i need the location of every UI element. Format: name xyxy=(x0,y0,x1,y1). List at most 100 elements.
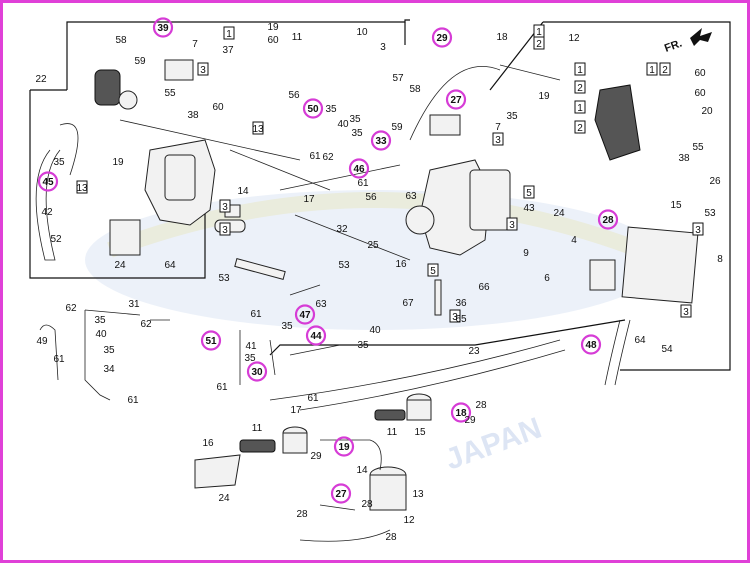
callout-ring-46 xyxy=(348,158,370,179)
part-number-label: 42 xyxy=(41,207,53,218)
callout-ring-28 xyxy=(597,209,619,230)
boxed-label-frame xyxy=(680,304,692,318)
boxed-label-frame xyxy=(223,26,235,40)
part-number-label: 19 xyxy=(338,442,350,453)
part-number-label: 62 xyxy=(140,319,152,330)
boxed-label-frame xyxy=(449,309,461,323)
part-number-label: 59 xyxy=(134,56,146,67)
part-number-label: 5 xyxy=(430,266,436,277)
part-number-label: 13 xyxy=(252,124,264,135)
hoses xyxy=(39,284,341,401)
part-number-label: 35 xyxy=(357,340,369,351)
part-number-label: 36 xyxy=(455,298,467,309)
part-number-label: 7 xyxy=(495,122,501,133)
part-number-label: 52 xyxy=(50,234,62,245)
callout-ring-29 xyxy=(431,27,453,48)
part-number-label: 2 xyxy=(577,123,583,134)
part-number-label: 35 xyxy=(244,353,256,364)
part-number-label: 53 xyxy=(338,260,350,271)
part-number-label: 61 xyxy=(250,309,262,320)
part-number-label: 46 xyxy=(353,164,365,175)
part-number-label: 12 xyxy=(403,515,415,526)
boxed-label-frame xyxy=(692,222,704,236)
part-number-label: 23 xyxy=(468,346,480,357)
part-number-label: 57 xyxy=(392,73,404,84)
boxed-label-frame xyxy=(427,263,439,277)
part-number-label: 11 xyxy=(252,423,263,434)
part-number-label: 60 xyxy=(694,88,706,99)
part-number-label: 29 xyxy=(436,33,448,44)
part-number-label: 2 xyxy=(662,65,668,76)
part-number-label: 35 xyxy=(351,128,363,139)
part-number-label: 31 xyxy=(128,299,140,310)
part-number-label: 11 xyxy=(292,32,303,43)
part-number-label: 26 xyxy=(709,176,721,187)
part-number-label: 14 xyxy=(356,465,368,476)
callout-ring-45 xyxy=(37,171,59,192)
part-number-label: 53 xyxy=(218,273,230,284)
part-number-label: 24 xyxy=(218,493,230,504)
part-number-label: 29 xyxy=(464,415,476,426)
part-number-label: 3 xyxy=(200,65,206,76)
part-number-label: 66 xyxy=(478,282,490,293)
part-number-label: 56 xyxy=(288,90,300,101)
part-number-label: 63 xyxy=(405,191,417,202)
part-number-label: 27 xyxy=(450,95,462,106)
boxed-label-frame xyxy=(523,185,535,199)
boxed-label-frame xyxy=(492,132,504,146)
callout-ring-27 xyxy=(445,89,467,110)
part-number-label: 64 xyxy=(634,335,646,346)
part-number-label: 15 xyxy=(414,427,426,438)
part-number-label: 58 xyxy=(115,35,127,46)
part-number-label: 61 xyxy=(357,178,369,189)
part-number-label: 32 xyxy=(336,224,348,235)
boxed-label-frame xyxy=(76,180,88,194)
callout-ring-30 xyxy=(246,361,268,382)
part-number-label: 60 xyxy=(212,102,224,113)
callout-ring-51 xyxy=(200,330,222,351)
part-number-label: 28 xyxy=(361,499,373,510)
part-number-label: 34 xyxy=(103,364,115,375)
part-number-label: 63 xyxy=(315,299,327,310)
part-number-label: 22 xyxy=(35,74,47,85)
part-number-label: 6 xyxy=(544,273,550,284)
part-number-label: 65 xyxy=(455,314,467,325)
part-number-label: 62 xyxy=(322,152,334,163)
part-number-label: 35 xyxy=(103,345,115,356)
carburetor-right xyxy=(279,64,699,386)
part-number-label: 60 xyxy=(694,68,706,79)
part-number-label: 37 xyxy=(222,45,234,56)
part-number-label: 55 xyxy=(164,88,176,99)
part-number-label: 1 xyxy=(649,65,655,76)
part-number-label: 4 xyxy=(571,235,577,246)
boxed-label-frame xyxy=(506,217,518,231)
part-number-label: 39 xyxy=(157,23,169,34)
boxed-label-frame xyxy=(574,62,586,76)
part-number-label: 3 xyxy=(495,135,501,146)
part-number-label: 33 xyxy=(375,136,387,147)
part-number-label: 2 xyxy=(536,39,542,50)
callout-ring-50 xyxy=(302,98,324,119)
part-number-label: 1 xyxy=(226,29,232,40)
part-number-label: 55 xyxy=(692,142,704,153)
part-number-label: 16 xyxy=(202,438,214,449)
boxed-label-frame xyxy=(533,36,545,50)
part-number-label: 8 xyxy=(717,254,723,265)
section-boundaries xyxy=(29,19,731,371)
callout-ring-48 xyxy=(580,334,602,355)
callout-ring-18 xyxy=(450,402,472,423)
part-number-label: 43 xyxy=(523,203,535,214)
part-number-label: 2 xyxy=(577,83,583,94)
part-number-label: 19 xyxy=(112,157,124,168)
part-number-label: 19 xyxy=(267,22,279,33)
part-number-label: 3 xyxy=(452,312,458,323)
part-number-label: 20 xyxy=(701,106,713,117)
part-number-label: 64 xyxy=(164,260,176,271)
part-number-label: 28 xyxy=(296,509,308,520)
callout-ring-27 xyxy=(330,483,352,504)
part-number-label: 61 xyxy=(309,151,321,162)
part-number-label: 61 xyxy=(53,354,65,365)
part-number-label: 19 xyxy=(538,91,550,102)
part-number-label: 54 xyxy=(661,344,673,355)
